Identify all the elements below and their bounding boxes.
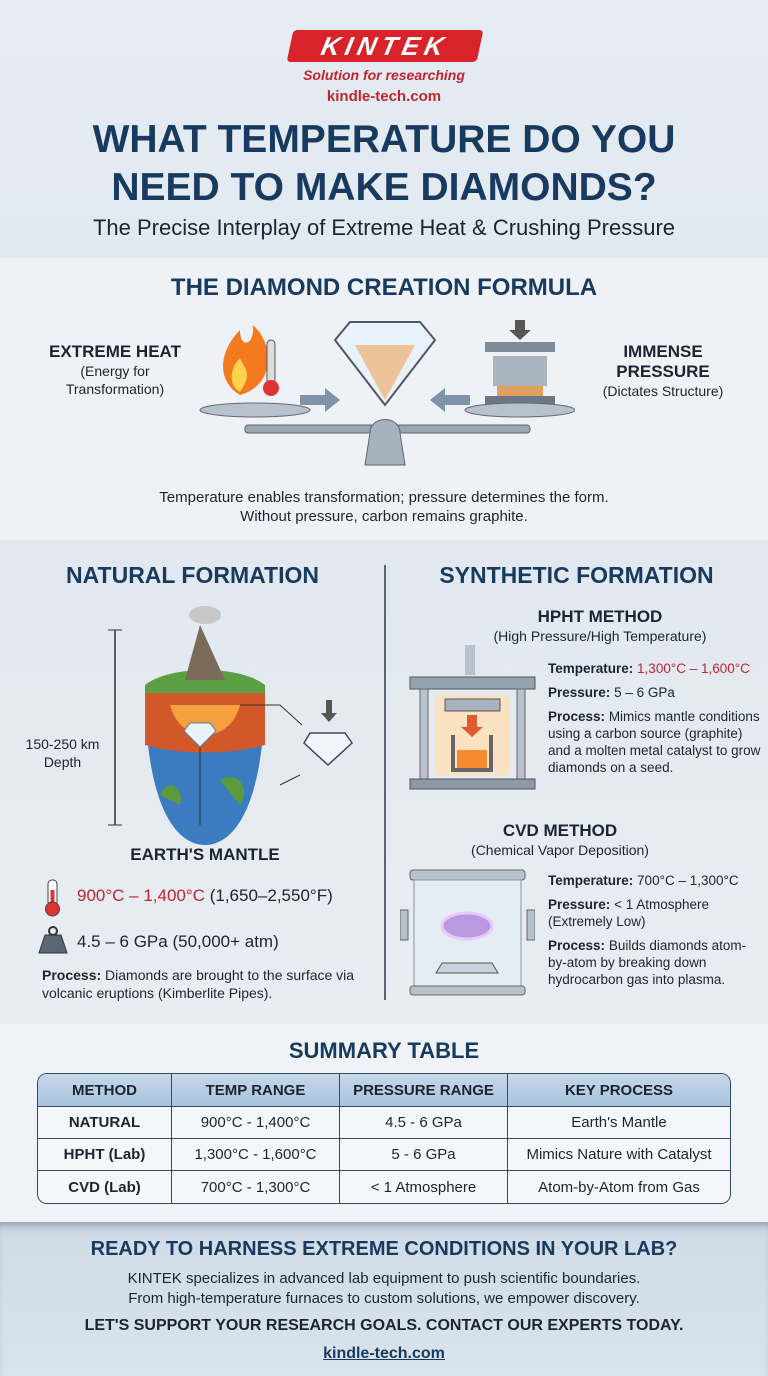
arrow-right-icon	[300, 388, 340, 412]
cta-action: LET'S SUPPORT YOUR RESEARCH GOALS. CONTA…	[84, 1317, 684, 1334]
hpht-temp-label: Temperature:	[548, 661, 634, 676]
table-cell: < 1 Atmosphere	[340, 1171, 508, 1203]
synthetic-heading: SYNTHETIC FORMATION	[439, 562, 714, 588]
column-header: TEMP RANGE	[172, 1074, 340, 1107]
earths-mantle-label: EARTH'S MANTLE	[130, 845, 280, 864]
summary-heading: SUMMARY TABLE	[288, 1038, 480, 1063]
cvd-temp: 700°C – 1,300°C	[637, 873, 739, 888]
natural-process: Diamonds are brought to the surface via …	[42, 967, 355, 1001]
formula-caption-1: Temperature enables transformation; pres…	[159, 489, 609, 506]
cta-text-1: KINTEK specializes in advanced lab equip…	[127, 1270, 641, 1287]
cta-text-2: From high-temperature furnaces to custom…	[128, 1290, 640, 1307]
page-title-line2: NEED TO MAKE DIAMONDS?	[111, 166, 657, 209]
hpht-process-label: Process:	[548, 709, 606, 724]
thermometer-icon	[263, 339, 279, 396]
table-cell: CVD (Lab)	[38, 1171, 172, 1203]
natural-pressure: 4.5 – 6 GPa (50,000+ atm)	[77, 932, 279, 951]
cvd-chamber-illustration	[400, 869, 535, 996]
page-title-line1: WHAT TEMPERATURE DO YOU	[92, 118, 676, 161]
table-cell: 1,300°C - 1,600°C	[172, 1139, 340, 1171]
cvd-process-label: Process:	[548, 938, 606, 953]
balance-scale-illustration	[199, 320, 575, 466]
thermometer-icon	[45, 879, 60, 917]
heat-title: EXTREME HEAT	[49, 342, 181, 361]
pressure-title1: IMMENSE	[623, 342, 703, 361]
cvd-title: CVD METHOD	[502, 821, 618, 840]
table-cell: Atom-by-Atom from Gas	[508, 1171, 730, 1203]
table-cell: 900°C - 1,400°C	[172, 1107, 340, 1139]
tagline: Solution for researching	[303, 67, 465, 83]
natural-temperature-f: (1,650–2,550°F)	[209, 886, 333, 905]
hpht-subtitle: (High Pressure/High Temperature)	[493, 628, 707, 644]
hpht-press-illustration	[409, 645, 536, 790]
hpht-pressure-label: Pressure:	[548, 685, 611, 700]
hpht-title: HPHT METHOD	[537, 607, 663, 626]
cvd-temp-label: Temperature:	[548, 873, 634, 888]
column-header: METHOD	[38, 1074, 172, 1107]
kintek-logo: KINTEK	[286, 30, 484, 62]
footer-link[interactable]: kindle-tech.com	[323, 1345, 445, 1362]
hpht-temp: 1,300°C – 1,600°C	[637, 661, 750, 676]
table-cell: Mimics Nature with Catalyst	[508, 1139, 730, 1171]
hpht-process: Mimics mantle conditions using a carbon …	[548, 709, 761, 775]
formula-heading: THE DIAMOND CREATION FORMULA	[170, 274, 598, 301]
diamond-icon	[333, 321, 437, 407]
arrow-left-icon	[430, 388, 470, 412]
natural-temperature: 900°C – 1,400°C	[77, 886, 205, 905]
cvd-pressure-label: Pressure:	[548, 897, 611, 912]
table-cell: 700°C - 1,300°C	[172, 1171, 340, 1203]
pressure-subtitle: (Dictates Structure)	[602, 383, 724, 399]
cvd-process: Builds diamonds atom-by-atom by breaking…	[548, 938, 747, 987]
summary-table: METHOD TEMP RANGE PRESSURE RANGE KEY PRO…	[37, 1073, 731, 1204]
header-url[interactable]: kindle-tech.com	[326, 88, 442, 105]
depth-value: 150-250 km	[25, 736, 100, 752]
table-cell: Earth's Mantle	[508, 1107, 730, 1139]
table-header-row: METHOD TEMP RANGE PRESSURE RANGE KEY PRO…	[38, 1074, 730, 1107]
arrow-down-icon	[321, 700, 337, 722]
weight-icon	[38, 926, 68, 954]
diamond-icon	[303, 732, 353, 767]
earth-mantle-illustration	[108, 606, 353, 845]
subtitle: The Precise Interplay of Extreme Heat & …	[92, 215, 676, 240]
cta-section	[0, 1222, 768, 1376]
table-cell: 5 - 6 GPa	[340, 1139, 508, 1171]
cvd-subtitle: (Chemical Vapor Deposition)	[471, 842, 649, 858]
press-icon	[485, 320, 555, 408]
pressure-title2: PRESSURE	[616, 362, 710, 381]
cta-heading: READY TO HARNESS EXTREME CONDITIONS IN Y…	[90, 1238, 678, 1260]
heat-subtitle: (Energy for Transformation)	[65, 363, 165, 397]
flame-icon	[223, 325, 269, 395]
formula-caption-2: Without pressure, carbon remains graphit…	[240, 508, 528, 525]
column-header: KEY PROCESS	[508, 1074, 730, 1107]
column-header: PRESSURE RANGE	[340, 1074, 508, 1107]
hpht-pressure: 5 – 6 GPa	[614, 685, 675, 700]
natural-heading: NATURAL FORMATION	[66, 562, 319, 588]
column-divider	[384, 565, 386, 1000]
table-cell: NATURAL	[38, 1107, 172, 1139]
table-cell: 4.5 - 6 GPa	[340, 1107, 508, 1139]
natural-process-label: Process:	[42, 967, 102, 983]
depth-label: Depth	[43, 754, 82, 770]
cvd-pressure: < 1 Atmosphere (Extremely Low)	[548, 897, 709, 929]
table-cell: HPHT (Lab)	[38, 1139, 172, 1171]
